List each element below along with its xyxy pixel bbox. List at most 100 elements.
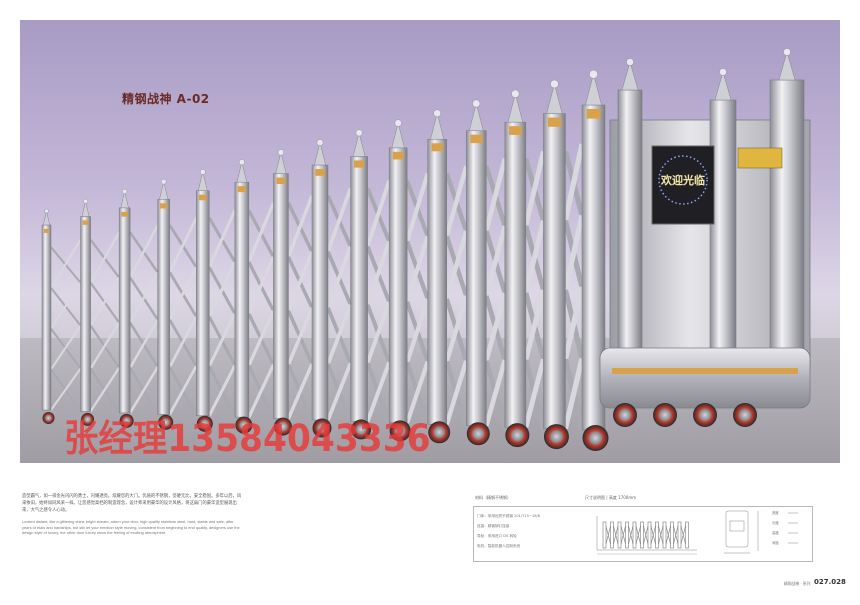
gate-wheel: [543, 424, 569, 450]
spec-line: 连接：精钢铆钉连接: [477, 524, 510, 528]
mini-post: [625, 521, 629, 549]
gold-plate: [431, 143, 443, 152]
led-ring: [658, 155, 708, 205]
lattice-bar: [129, 319, 159, 369]
contact-watermark: 张经理13584043336: [64, 417, 431, 460]
lattice-bar: [405, 360, 430, 424]
gate-product-photo: 欢迎光临 精钢战神 A-02 张经理13584043336: [20, 20, 840, 463]
lattice-bar: [168, 266, 198, 321]
lattice-bar: [286, 307, 314, 366]
mini-lattice: [613, 525, 619, 545]
gate-wheel: [119, 413, 134, 428]
dimension-label: 长度: [772, 521, 779, 525]
footer-series-label: 精钢战神 · 系列: [784, 581, 811, 586]
post-finial: [778, 51, 796, 81]
finial-ball: [550, 79, 559, 89]
spec-box: [473, 506, 813, 562]
post-finial: [714, 71, 732, 101]
lattice-bar: [89, 367, 121, 413]
post-finial: [81, 201, 90, 217]
post-finial: [43, 210, 50, 226]
gate-wheel: [351, 419, 372, 440]
cabinet-pillar: [617, 89, 643, 381]
mini-post: [617, 521, 622, 549]
lattice-bar: [562, 286, 585, 360]
mini-lattice: [673, 525, 679, 545]
gold-plate: [392, 151, 404, 160]
description-chinese: 造型霸气，如一排金光闪闪的勇士，闪耀透亮。炫耀您的大门。优质的不锈钢，坚硬无比，…: [22, 494, 242, 513]
lattice-bar: [326, 304, 353, 365]
mini-post: [640, 521, 644, 549]
finial-ball: [626, 58, 634, 66]
cabinet-pillar: [709, 99, 737, 381]
finial-ball: [161, 179, 167, 185]
gold-plate: [547, 117, 562, 127]
gate-wheel: [582, 425, 609, 451]
gold-plate: [198, 194, 207, 201]
post-finial: [621, 61, 639, 91]
mini-post: [610, 521, 614, 549]
lattice-bar: [207, 209, 237, 268]
spec-line: 电机：智能机器人控制系统: [477, 544, 521, 548]
lattice-bar: [207, 261, 237, 318]
lattice-bar: [483, 158, 508, 232]
finial-ball: [589, 69, 598, 79]
lattice-bar: [247, 202, 275, 263]
post-finial: [159, 181, 169, 200]
gold-plate: [586, 109, 601, 119]
cabinet-pillar: [769, 79, 805, 381]
gold-plate: [509, 126, 522, 135]
mini-lattice: [635, 525, 641, 545]
finial-ball: [83, 198, 88, 204]
mini-lattice: [665, 525, 671, 545]
gold-plate: [43, 229, 50, 233]
finial-ball: [472, 99, 481, 108]
gate-wheel: [466, 422, 490, 446]
mini-post: [632, 521, 637, 549]
warning-label: [737, 147, 783, 169]
finial-ball: [394, 119, 402, 127]
finial-ball: [719, 68, 727, 76]
mini-post: [670, 521, 674, 549]
post-finial: [197, 171, 208, 191]
lattice-bar: [562, 357, 585, 430]
gate-post: [504, 121, 527, 428]
drive-wheel: [693, 403, 717, 427]
led-sign-text: 欢迎光临: [660, 173, 705, 187]
lattice-bar: [523, 220, 546, 294]
lattice-bar: [326, 245, 353, 309]
gate-front-view-diagram: [596, 516, 697, 555]
finial-ball: [122, 188, 128, 194]
lattice-bar: [50, 367, 82, 411]
lattice-bar: [50, 282, 82, 330]
finial-ball: [783, 48, 791, 56]
dimension-diagram: [724, 510, 798, 554]
lattice-bar: [523, 358, 546, 428]
gold-plate: [470, 134, 483, 144]
lattice-bar: [89, 276, 121, 327]
dimension-label: 间距: [772, 541, 779, 545]
lattice-bar: [168, 217, 198, 273]
lattice-bar: [247, 310, 275, 367]
mini-post: [685, 521, 689, 549]
spec-line: 导轮：采用进口 DK 转轮: [477, 534, 517, 538]
lattice-bar: [405, 298, 430, 364]
lattice-bar: [444, 360, 469, 425]
lattice-bar: [444, 295, 469, 363]
gate-wheel: [196, 415, 213, 432]
gate-post: [466, 130, 487, 426]
lattice-bar: [523, 289, 546, 361]
lattice-bar: [50, 239, 82, 289]
spec-material-header: 材料（精钢不锈钢）: [475, 495, 511, 500]
gate-post: [350, 156, 368, 422]
finial-ball: [355, 129, 363, 137]
lattice-bar: [286, 363, 314, 420]
lattice-bar: [168, 316, 198, 368]
product-title: 精钢战神 A-02: [122, 92, 210, 106]
finial-ball: [511, 89, 520, 98]
lattice-bar: [50, 325, 82, 370]
description-english: Looked distant, like a glittering shine …: [22, 519, 240, 536]
finial-ball: [316, 139, 324, 146]
spec-dimension-header: 尺寸说明图 | 高度 1700mm: [585, 495, 637, 500]
